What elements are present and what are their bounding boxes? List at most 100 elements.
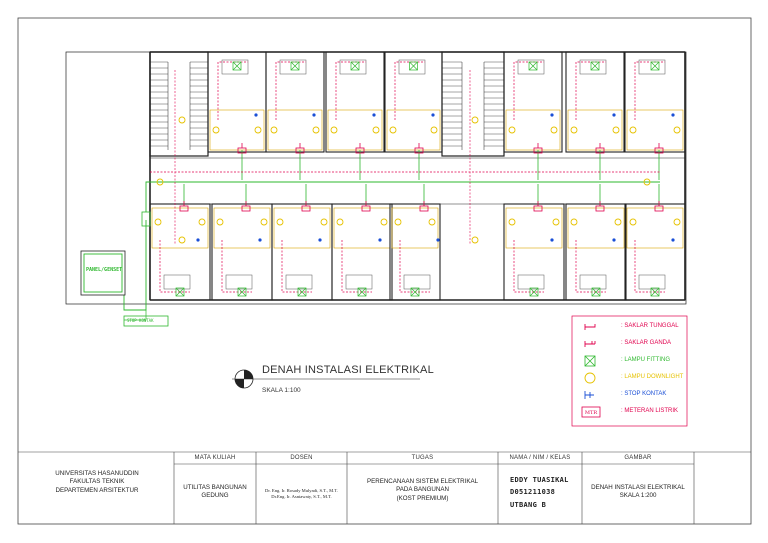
outlet-icon: [431, 113, 435, 117]
switch-icon: [414, 143, 424, 154]
fitting-lamp-icon: [591, 287, 601, 297]
fitting-lamp-icon: [409, 61, 418, 71]
downlight-lamp-icon: [156, 178, 164, 186]
title-block-frame: [18, 451, 751, 524]
room-bottom: [389, 203, 441, 301]
downlight-lamp-icon: [389, 126, 397, 134]
outlet-icon: [436, 238, 440, 242]
lecturer-line: Dr.Eng. Ir. Asniawaty, S.T., M.T.: [271, 494, 332, 500]
institution-line: UNIVERSITAS HASANUDDIN: [55, 470, 139, 477]
header-course: MATA KULIAH: [194, 455, 236, 461]
fitting-lamp-icon: [590, 61, 600, 71]
outlet-icon: [318, 238, 322, 242]
legend-item-label: : LAMPU FITTING: [621, 357, 671, 363]
bathroom: [403, 274, 431, 290]
course-line: GEDUNG: [201, 492, 229, 500]
bed-furniture: [567, 109, 623, 151]
header-lecturer: DOSEN: [290, 455, 313, 461]
switch-icon: [533, 201, 543, 212]
panel-genset: [80, 211, 169, 327]
task-line: (KOST PREMIUM): [396, 494, 449, 502]
electrical-fixtures: [154, 61, 681, 297]
fitting-lamp-icon: [528, 61, 538, 71]
legend-item-label: : METERAN LISTRIK: [621, 408, 679, 414]
outlet-icon: [550, 238, 554, 242]
fitting-lamp-icon: [350, 61, 360, 71]
outlet-icon: [312, 113, 316, 117]
outlet-icon: [196, 238, 200, 242]
downlight-lamp-icon: [254, 126, 262, 134]
sheet-line: SKALA 1:200: [619, 492, 657, 500]
downlight-lamp-icon: [320, 218, 328, 226]
bed-furniture: [386, 109, 441, 151]
course-line: UTILITAS BANGUNAN: [183, 484, 247, 491]
legend-item-label: : STOP KONTAK: [621, 391, 667, 397]
bed-furniture: [327, 109, 383, 151]
downlight-lamp-icon: [380, 218, 388, 226]
room-top: [503, 51, 563, 153]
downlight-lamp-icon: [428, 218, 436, 226]
bathroom: [398, 59, 426, 75]
downlight-lamp-icon: [260, 218, 268, 226]
switch-icon: [295, 143, 305, 154]
sheet-border: [17, 17, 752, 525]
outlet-icon: [584, 391, 594, 399]
stair-treads: [150, 61, 504, 147]
downlight-lamp-icon: [673, 126, 681, 134]
downlight-lamp-icon: [643, 178, 651, 186]
downlight-lamp-icon: [178, 116, 186, 124]
institution-block: UNIVERSITAS HASANUDDIN FAKULTAS TEKNIK D…: [24, 470, 170, 495]
single-switch-icon: [584, 324, 596, 330]
room-top: [384, 51, 443, 153]
room-top: [265, 51, 325, 153]
downlight-lamp-icon: [629, 218, 637, 226]
outlet-icon: [372, 113, 376, 117]
outlet-feeder: [124, 310, 147, 321]
student-info: EDDY TUASIKAL D051211038 UTBANG B: [510, 474, 580, 511]
switch-icon: [533, 143, 543, 154]
fitting-lamp-icon: [529, 287, 539, 297]
fitting-lamp-icon: [410, 287, 420, 297]
downlight-lamp-icon: [552, 218, 560, 226]
bed-furniture: [209, 109, 265, 151]
lecturer-line: Dr. Eng. Ir. Rosady Mulyadi, S.T., M.T.: [265, 488, 338, 493]
downlight-lamp-icon: [312, 126, 320, 134]
downlight-lamp-icon: [270, 126, 278, 134]
room-bottom: [565, 203, 627, 301]
student-name: EDDY TUASIKAL: [510, 476, 569, 484]
drawing-scale: SKALA 1:100: [262, 387, 301, 394]
meter-icon-label: MTR: [585, 410, 597, 416]
switch-icon: [595, 143, 605, 154]
task-line: PADA BANGUNAN: [396, 486, 449, 494]
switch-icon: [419, 201, 429, 212]
fitting-lamp-icon: [237, 287, 247, 297]
panel-label: PANEL/GENSET: [86, 267, 123, 273]
panel-feeder: [123, 220, 147, 311]
downlight-lamp-icon: [570, 126, 578, 134]
downlight-lamp-icon: [550, 126, 558, 134]
legend-item-label: : SAKLAR TUNGGAL: [621, 323, 679, 329]
downlight-lamp-icon: [614, 218, 622, 226]
fitting-lamp-icon: [175, 287, 185, 297]
sheet-name: DENAH INSTALASI ELEKTRIKAL SKALA 1:200: [582, 484, 694, 501]
legend-item-label: : LAMPU DOWNLIGHT: [621, 374, 684, 380]
stop-contact-label: STOP KONTAK: [127, 318, 154, 323]
fitting-lamp-icon: [650, 61, 660, 71]
room-bottom: [149, 203, 211, 301]
switch-icon: [179, 201, 189, 212]
header-student: NAMA / NIM / KELAS: [509, 455, 571, 461]
bed-furniture: [391, 207, 439, 249]
riser: [145, 181, 150, 212]
downlight-lamp-icon: [198, 218, 206, 226]
downlight-lamp-icon: [178, 236, 186, 244]
room-top: [565, 51, 625, 153]
room-bottom: [624, 203, 686, 301]
bed-furniture: [267, 109, 323, 151]
outlet-icon: [612, 113, 616, 117]
downlight-lamp-icon: [629, 126, 637, 134]
switch-icon: [237, 143, 247, 154]
downlight-lamp-icon: [570, 218, 578, 226]
downlight-lamp-icon: [471, 116, 479, 124]
lecturer-names: Dr. Eng. Ir. Rosady Mulyadi, S.T., M.T. …: [256, 488, 347, 500]
